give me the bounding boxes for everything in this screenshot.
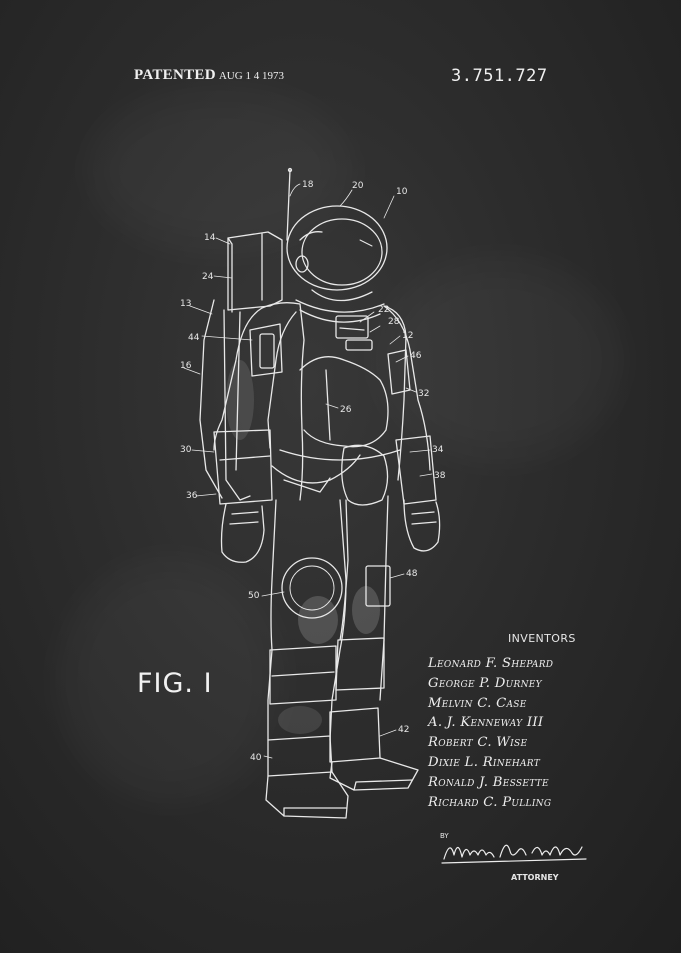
attorney-signature (441, 844, 587, 864)
ref-numeral: 30 (180, 445, 192, 455)
inventor-name: Richard C. Pulling (428, 794, 552, 810)
reference-numerals: 18 20 10 14 24 13 22 28 12 44 46 16 32 2… (180, 180, 446, 763)
patent-date: AUG 1 4 1973 (218, 70, 284, 82)
helmet (286, 205, 388, 302)
inventor-name: Ronald J. Bessette (428, 774, 549, 790)
ref-numeral: 48 (406, 569, 418, 579)
inventors-heading: INVENTORS (508, 632, 576, 645)
ref-numeral: 22 (378, 305, 389, 315)
ref-numeral: 24 (202, 272, 214, 282)
neck-ring (295, 299, 385, 351)
ref-numeral: 46 (410, 351, 422, 361)
ref-numeral: 44 (188, 333, 200, 343)
ref-numeral: 38 (434, 471, 446, 481)
backpack (199, 231, 283, 501)
ref-numeral: 32 (418, 389, 429, 399)
ref-numeral: 16 (180, 361, 192, 371)
ref-numeral: 28 (388, 317, 400, 327)
right-arm (383, 305, 441, 552)
ref-numeral: 40 (250, 753, 262, 763)
ref-numeral: 12 (402, 331, 413, 341)
inventor-name: George P. Durney (428, 675, 542, 691)
inventor-name: Leonard F. Shepard (428, 656, 554, 671)
left-arm (213, 307, 297, 563)
right-leg (329, 495, 419, 791)
inventor-name: A. J. Kenneway III (428, 715, 544, 731)
ref-numeral: 42 (398, 725, 409, 735)
inventor-name: Robert C. Wise (428, 735, 528, 751)
ref-numeral: 34 (432, 445, 444, 455)
inventor-name: Dixie L. Rinehart (428, 754, 540, 770)
patented-label: PATENTED (134, 67, 216, 83)
patent-number: 3.751.727 (451, 66, 548, 86)
ref-numeral: 36 (186, 491, 198, 501)
left-leg (265, 499, 349, 819)
antenna (286, 169, 291, 241)
shading (226, 360, 380, 734)
ref-numeral: 18 (302, 180, 314, 190)
torso (261, 302, 407, 506)
ref-numeral: 13 (180, 299, 191, 309)
ref-numeral: 10 (396, 187, 408, 197)
leader-lines (183, 183, 433, 759)
ref-numeral: 26 (340, 405, 352, 415)
inventor-name: Melvin C. Case (428, 695, 527, 711)
antenna-tip (287, 167, 293, 173)
by-label: BY (440, 832, 449, 840)
ref-numeral: 50 (248, 591, 260, 601)
inventor-list: Leonard F. Shepard George P. Durney Melv… (428, 654, 553, 812)
ref-numeral: 14 (204, 233, 216, 243)
ref-numeral: 20 (352, 181, 364, 191)
figure-label: FIG. I (137, 668, 213, 699)
attorney-label: ATTORNEY (511, 873, 559, 882)
